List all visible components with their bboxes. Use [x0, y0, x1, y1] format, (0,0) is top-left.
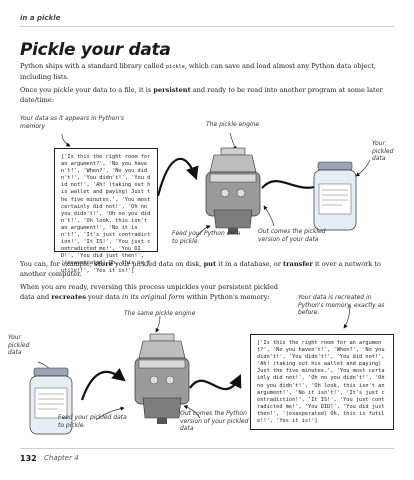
middle-paragraph-2: When you are ready, reversing this proce… — [20, 283, 278, 301]
flow-arrow-in — [156, 157, 199, 197]
label-out-pickled: Out comes the pickled version of your da… — [258, 228, 326, 243]
label-feed-python-data: Feed your Python data to pickle. — [172, 230, 241, 245]
pickle-jar-illustration-2 — [29, 367, 73, 435]
page-title: Pickle your data — [20, 40, 171, 60]
label-recreated: Your data is recreated in Python's memor… — [298, 294, 385, 316]
page-number: 132 — [20, 454, 37, 463]
intro-paragraph-1: Python ships with a standard library cal… — [20, 62, 376, 81]
flow-arrow-in-2 — [80, 367, 126, 401]
recreated-data-codebox: ['Is this the right room for an argument… — [250, 334, 394, 430]
section-header: in a pickle — [20, 14, 61, 22]
label-python-memory: Your data as it appears in Python's memo… — [20, 115, 125, 130]
label-out-python-version: Out comes the Python version of your pic… — [180, 410, 249, 432]
middle-paragraph-1: You can, for example, store your pickled… — [20, 260, 381, 278]
chapter-label: Chapter 4 — [44, 454, 79, 462]
jar-label-arrow — [355, 159, 371, 177]
pickle-jar-illustration — [313, 161, 357, 231]
engine-label-arrow — [229, 132, 237, 151]
memory-label-arrow — [61, 133, 71, 147]
label-feed-pickled-data: Feed your pickled data to pickle. — [58, 414, 127, 429]
inline-code: pickle — [165, 64, 185, 70]
pickle-engine-illustration-2 — [134, 333, 190, 424]
label-pickled-data-2: Your pickled data — [8, 334, 30, 356]
pickle-engine-illustration — [205, 147, 261, 234]
footer-rule — [20, 448, 394, 449]
header-rule — [20, 26, 394, 27]
python-data-codebox: ['Is this the right room for an argument… — [54, 148, 158, 274]
label-pickle-engine: The pickle engine — [206, 121, 260, 128]
flow-arrow-out-2 — [189, 374, 242, 391]
label-same-engine: The same pickle engine — [124, 310, 196, 317]
intro-paragraph-2: Once you pickle your data to a file, it … — [20, 86, 383, 104]
label-pickled-data: Your pickled data — [372, 140, 394, 162]
